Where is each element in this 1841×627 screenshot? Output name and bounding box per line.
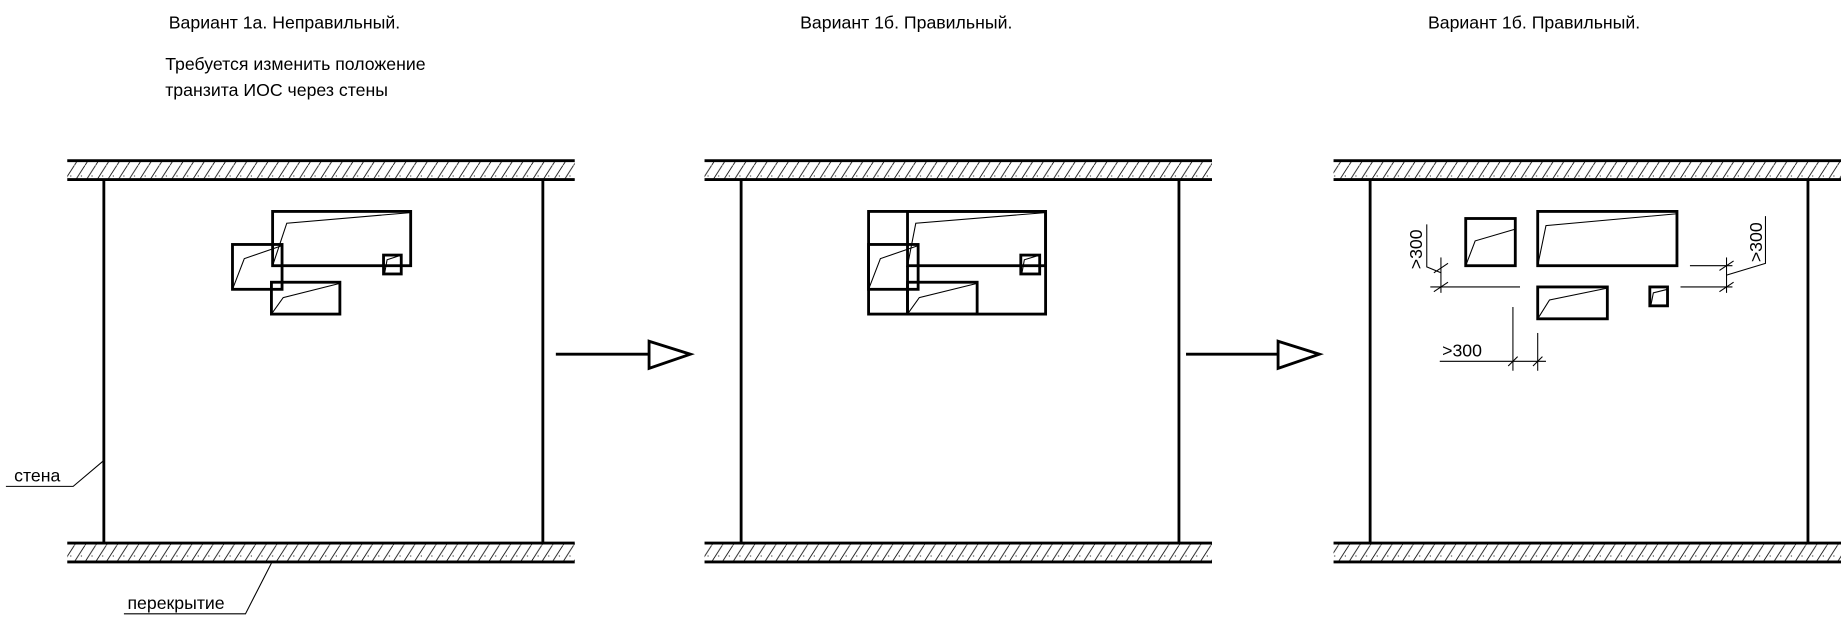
slab-label-text: перекрытие (127, 593, 224, 613)
dimension-left-label: >300 (1406, 229, 1426, 269)
arrow-right-icon (1186, 339, 1324, 371)
top-slab (704, 159, 1212, 181)
panel-1-note-line2: транзита ИОС через стены (165, 80, 388, 100)
openings-overlapping (231, 210, 413, 316)
dimension-right: >300 (1680, 216, 1767, 293)
panel-3: >300 >300 >300 (1333, 159, 1841, 564)
dimension-bottom: >300 (1439, 307, 1546, 371)
wall-label-text: стена (14, 466, 60, 486)
arrow-right-icon (555, 339, 695, 371)
slab-label: перекрытие (123, 562, 272, 615)
top-slab (1333, 159, 1841, 181)
openings-combined (867, 210, 1048, 316)
panel-3-title: Вариант 1б. Правильный. (1428, 12, 1640, 32)
dimension-right-label: >300 (1746, 222, 1766, 262)
top-slab (67, 159, 575, 181)
panel-2 (704, 159, 1212, 564)
panel-1-note-line1: Требуется изменить положение (165, 54, 426, 74)
dimension-left: >300 (1406, 224, 1521, 293)
dimension-bottom-label: >300 (1442, 341, 1482, 361)
panel-1: стена перекрытие (5, 159, 575, 615)
panel-1-title: Вариант 1а. Неправильный. (169, 12, 400, 32)
wall-label: стена (5, 460, 105, 487)
openings-separated (1464, 210, 1679, 321)
bottom-slab (67, 541, 575, 564)
bottom-slab (704, 541, 1212, 564)
panel-2-title: Вариант 1б. Правильный. (800, 12, 1012, 32)
bottom-slab (1333, 541, 1841, 564)
